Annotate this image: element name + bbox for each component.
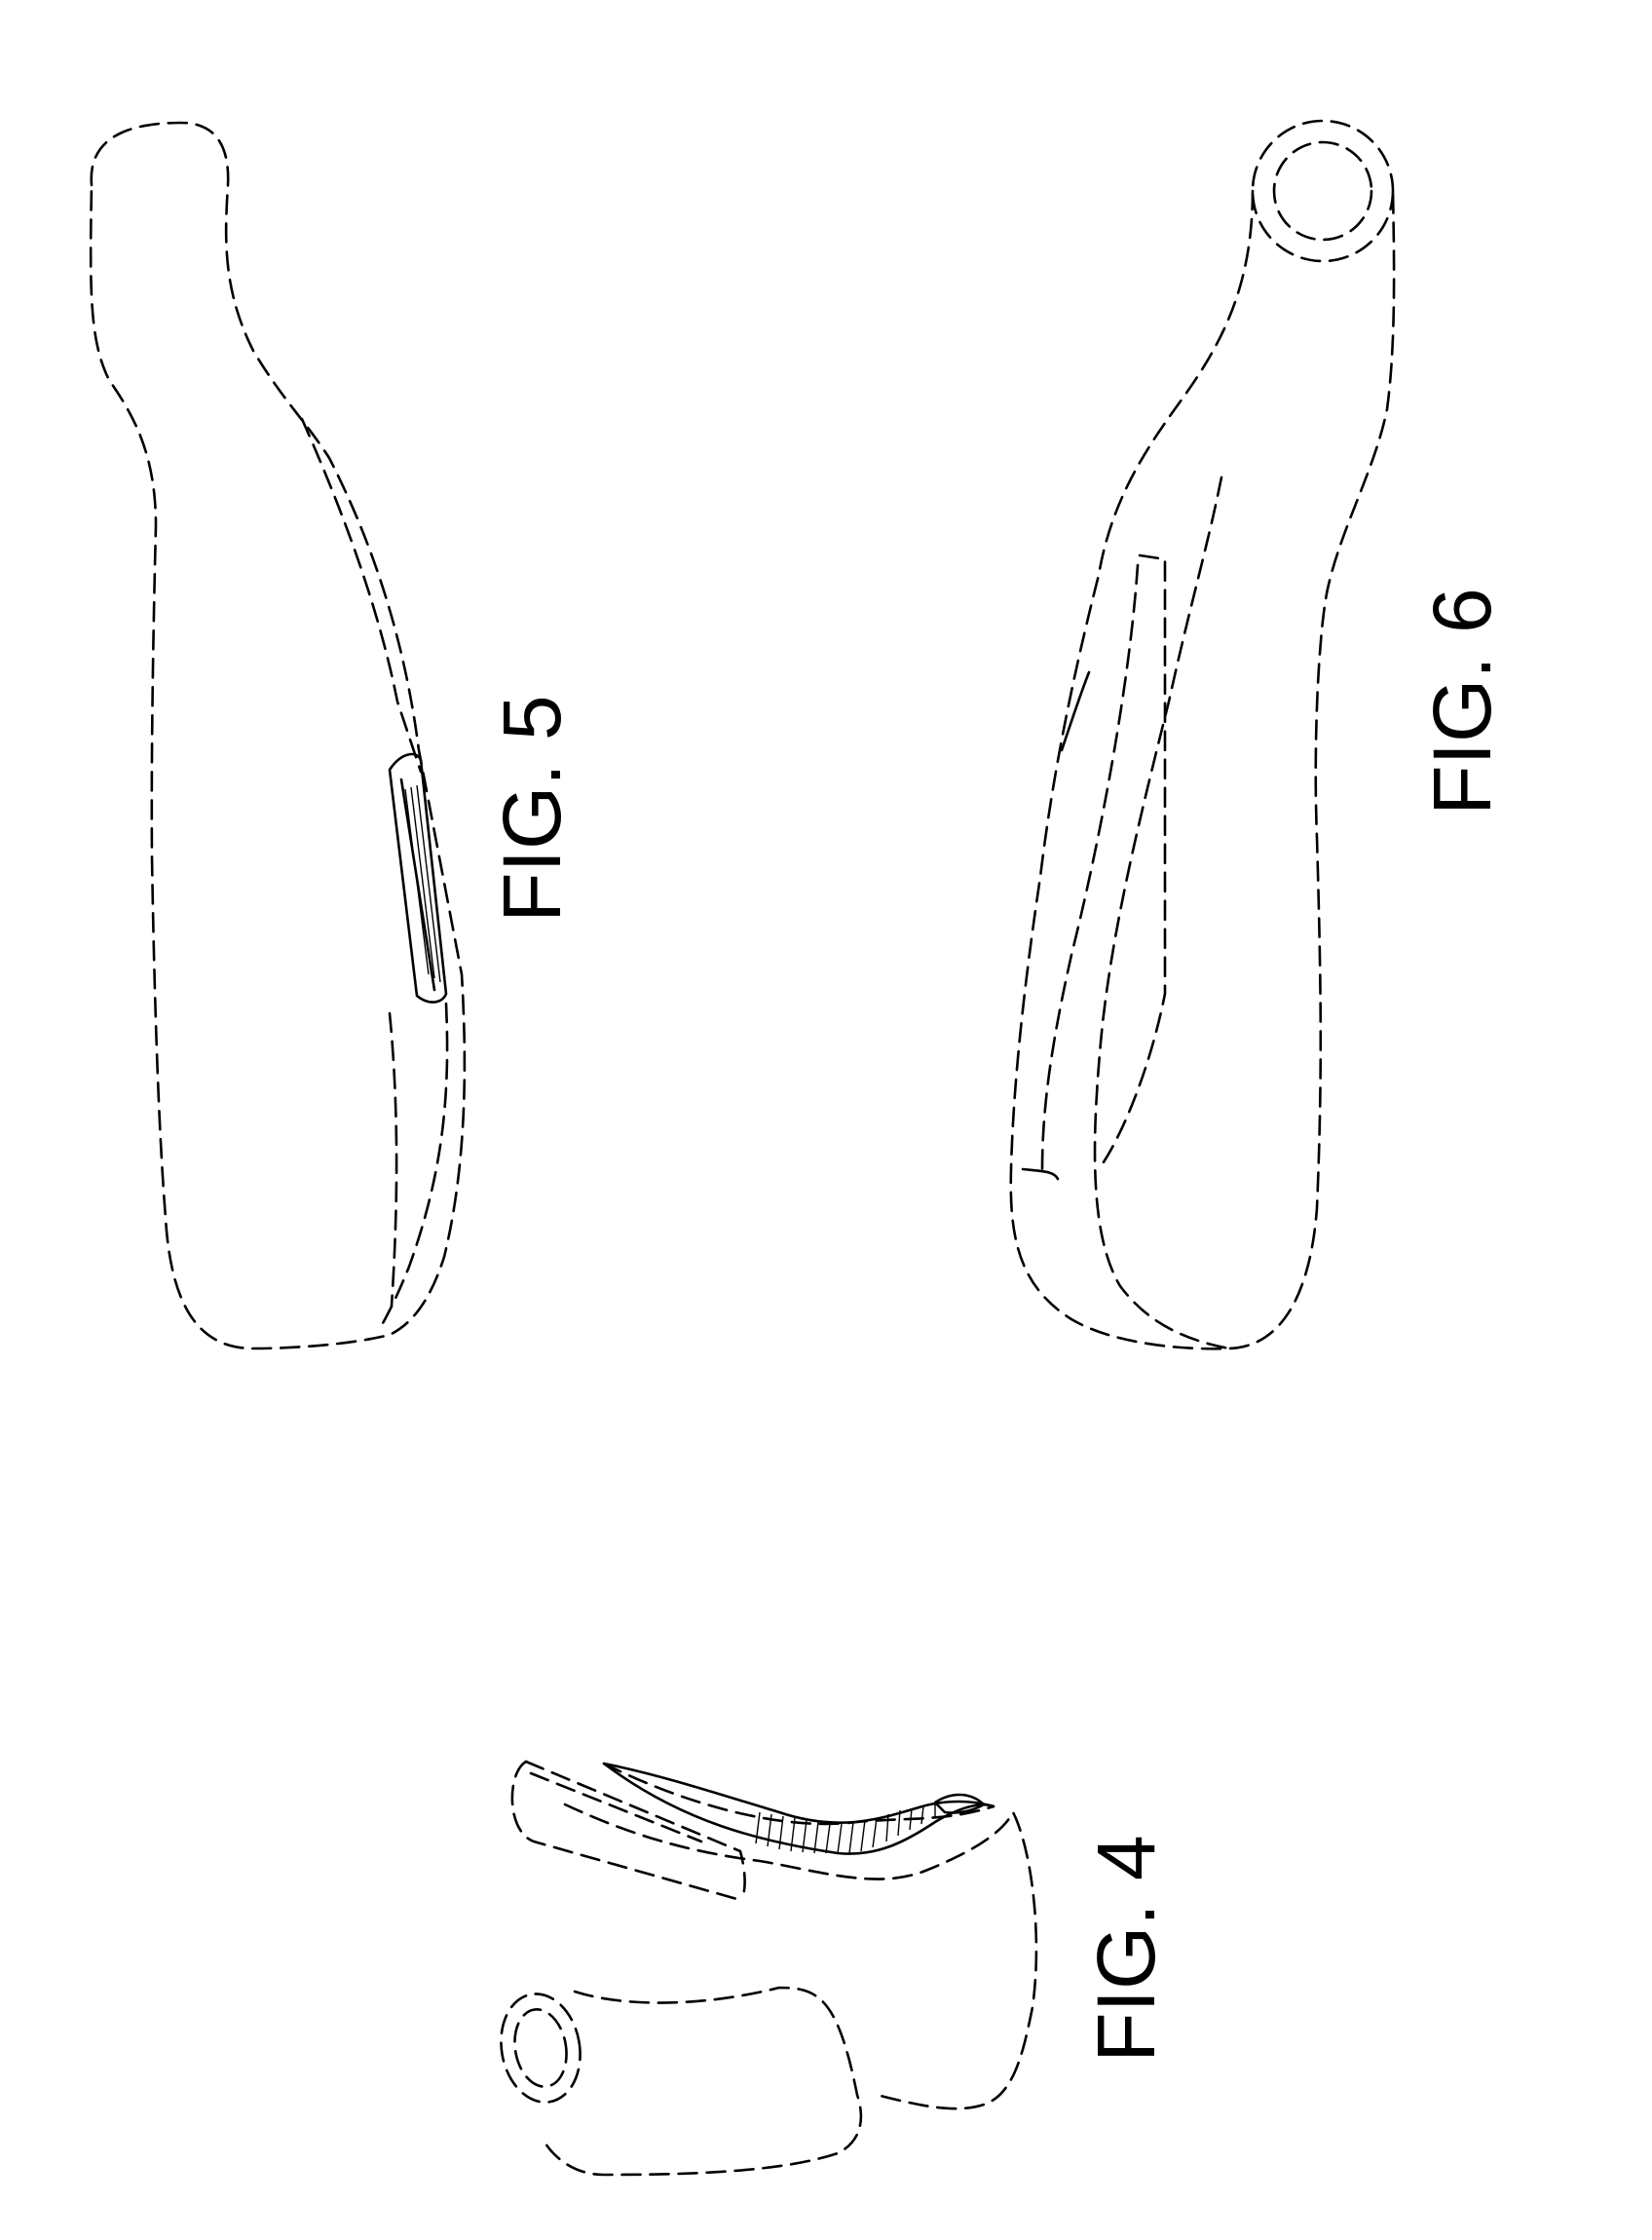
fig4-tube-end-outer — [493, 1988, 588, 2108]
fig6-label: FIG. 6 — [1416, 588, 1508, 815]
fig6-outer-outline — [1011, 191, 1394, 1348]
fig6-inner-contour — [1095, 477, 1229, 1348]
fig6-end-inner-circle — [1274, 142, 1371, 240]
fig4-upper-tube-top — [526, 1762, 745, 1900]
fig5-drawing — [91, 123, 465, 1348]
fig6-drawing — [1011, 121, 1394, 1348]
fig4-drawing — [493, 1762, 1036, 2175]
fig6-end-step — [1023, 1169, 1058, 1179]
fig4-lower-body — [545, 1988, 861, 2175]
fig6-slot-edge — [1062, 672, 1089, 750]
fig5-inner-contour — [302, 419, 421, 772]
fig6-rail-edge — [1042, 565, 1138, 1169]
fig5-label: FIG. 5 — [486, 695, 578, 922]
fig4-label: FIG. 4 — [1080, 1835, 1172, 2062]
fig5-inner-lower-line — [390, 1013, 396, 1306]
fig4-tube-end-inner — [508, 2005, 572, 2091]
fig4-main-body — [565, 1804, 1036, 2108]
fig6-rail — [1099, 555, 1165, 1169]
fig5-outer-outline — [91, 123, 465, 1348]
